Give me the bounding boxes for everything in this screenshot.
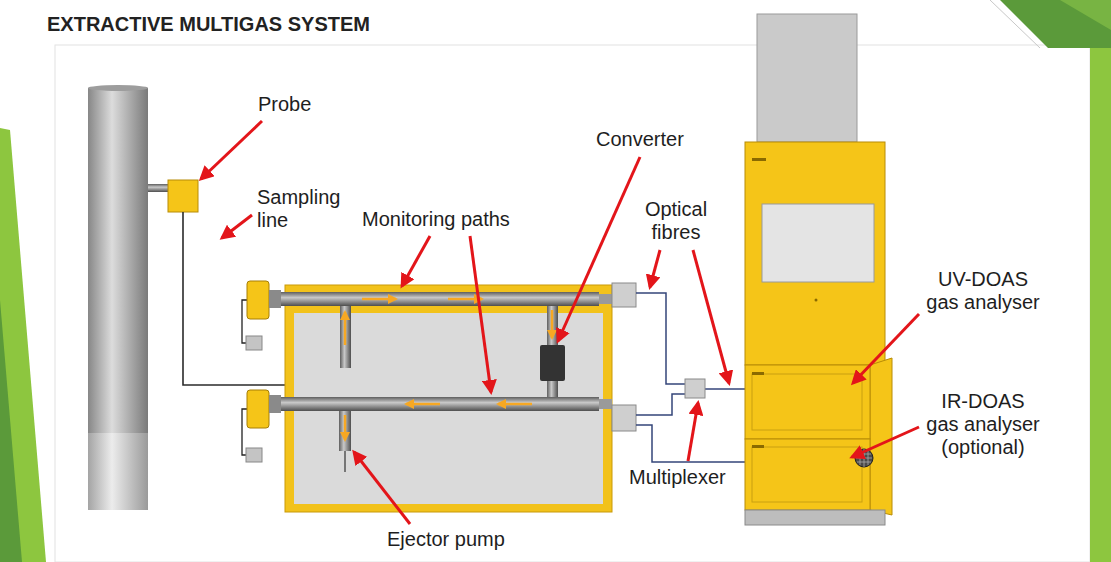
corner-line bbox=[990, 0, 1040, 48]
leader-arrow bbox=[853, 314, 919, 383]
stack-base bbox=[88, 433, 148, 510]
tube-fitting bbox=[269, 290, 281, 308]
multiplexer-box bbox=[685, 379, 705, 398]
flow-arrow bbox=[406, 403, 440, 406]
leader-arrow bbox=[558, 157, 640, 341]
lamp-supply bbox=[246, 448, 262, 462]
picture-frame bbox=[55, 45, 1090, 562]
converter-block bbox=[540, 345, 565, 381]
stack-top bbox=[88, 85, 148, 91]
callout-label: Multiplexer bbox=[629, 466, 726, 489]
optical-fibre bbox=[636, 394, 685, 415]
label-slot: Optical fibres bbox=[634, 198, 719, 244]
leader-arrow bbox=[650, 250, 660, 287]
corner-band bbox=[1000, 0, 1111, 48]
cabinet-door bbox=[870, 358, 892, 515]
lamp-housing bbox=[247, 281, 269, 319]
cabinet-screen bbox=[762, 204, 874, 282]
callout-label: Converter bbox=[596, 128, 684, 151]
leader-arrow bbox=[222, 215, 252, 238]
leader-arrow bbox=[852, 427, 919, 457]
callout-label: Ejector pump bbox=[387, 528, 505, 551]
converter-pipe bbox=[547, 306, 558, 346]
label-slot: Ejector pump bbox=[387, 528, 505, 551]
leader-arrow bbox=[693, 250, 729, 383]
flow-arrow bbox=[344, 312, 347, 345]
tube-end bbox=[599, 294, 612, 304]
analyser-badge bbox=[752, 372, 764, 375]
tube-end bbox=[599, 399, 612, 409]
flow-arrow bbox=[498, 403, 532, 406]
callout-label: Probe bbox=[258, 93, 311, 116]
label-slot: Probe bbox=[258, 93, 311, 116]
fibre-coupler bbox=[612, 283, 636, 307]
label-slot: Multiplexer bbox=[629, 466, 726, 489]
uv-analyser-front bbox=[752, 374, 862, 430]
cabinet-switch bbox=[815, 299, 818, 302]
callout-label: Sampling line bbox=[257, 186, 352, 232]
flow-arrow bbox=[551, 310, 554, 338]
cabinet bbox=[745, 142, 885, 365]
flow-arrow bbox=[362, 298, 396, 301]
uv-analyser bbox=[745, 365, 870, 439]
optical-fibre bbox=[636, 293, 685, 384]
callout-label: IR-DOAS gas analyser (optional) bbox=[925, 390, 1042, 459]
converter-pipe bbox=[547, 381, 558, 397]
side-band bbox=[1090, 48, 1111, 562]
cabinet-badge bbox=[752, 158, 766, 161]
leader-arrow bbox=[354, 452, 410, 524]
tube-fitting bbox=[269, 395, 281, 413]
fibre-coupler bbox=[612, 405, 636, 431]
optical-fibre bbox=[705, 388, 745, 390]
flow-arrow bbox=[344, 415, 347, 440]
leader-arrow bbox=[688, 403, 698, 461]
analyser-badge bbox=[752, 445, 764, 448]
label-slot: Monitoring paths bbox=[362, 208, 510, 231]
ejector-pipe bbox=[339, 411, 351, 451]
lamp-housing bbox=[247, 390, 269, 428]
stack bbox=[88, 88, 148, 433]
ejector-outlet bbox=[344, 451, 346, 472]
leader-arrow bbox=[402, 236, 430, 286]
leader-arrow bbox=[470, 236, 491, 392]
callout-label: Optical fibres bbox=[634, 198, 719, 244]
side-band bbox=[0, 300, 22, 562]
lamp-supply bbox=[246, 336, 262, 350]
callout-label: UV-DOAS gas analyser bbox=[925, 268, 1042, 314]
ir-analyser-front bbox=[752, 447, 862, 502]
callout-label: Monitoring paths bbox=[362, 208, 510, 231]
monitoring-tube bbox=[281, 397, 599, 411]
label-slot: Converter bbox=[596, 128, 684, 151]
cabinet-top bbox=[757, 14, 857, 142]
monitoring-tube bbox=[281, 292, 599, 306]
ir-analyser bbox=[745, 439, 870, 510]
leader-arrow bbox=[201, 121, 262, 179]
side-band bbox=[0, 128, 46, 562]
label-slot: Sampling line bbox=[257, 186, 352, 232]
slide-title: EXTRACTIVE MULTIGAS SYSTEM bbox=[47, 12, 370, 36]
inlet-pipe bbox=[340, 306, 351, 368]
label-slot: UV-DOAS gas analyser bbox=[925, 268, 1042, 314]
label-slot: IR-DOAS gas analyser (optional) bbox=[925, 390, 1042, 459]
corner-band bbox=[1060, 0, 1111, 30]
probe-stub bbox=[148, 184, 170, 192]
title-slot: EXTRACTIVE MULTIGAS SYSTEM bbox=[47, 12, 370, 36]
cabinet-base bbox=[745, 510, 885, 525]
probe-box bbox=[168, 180, 198, 212]
